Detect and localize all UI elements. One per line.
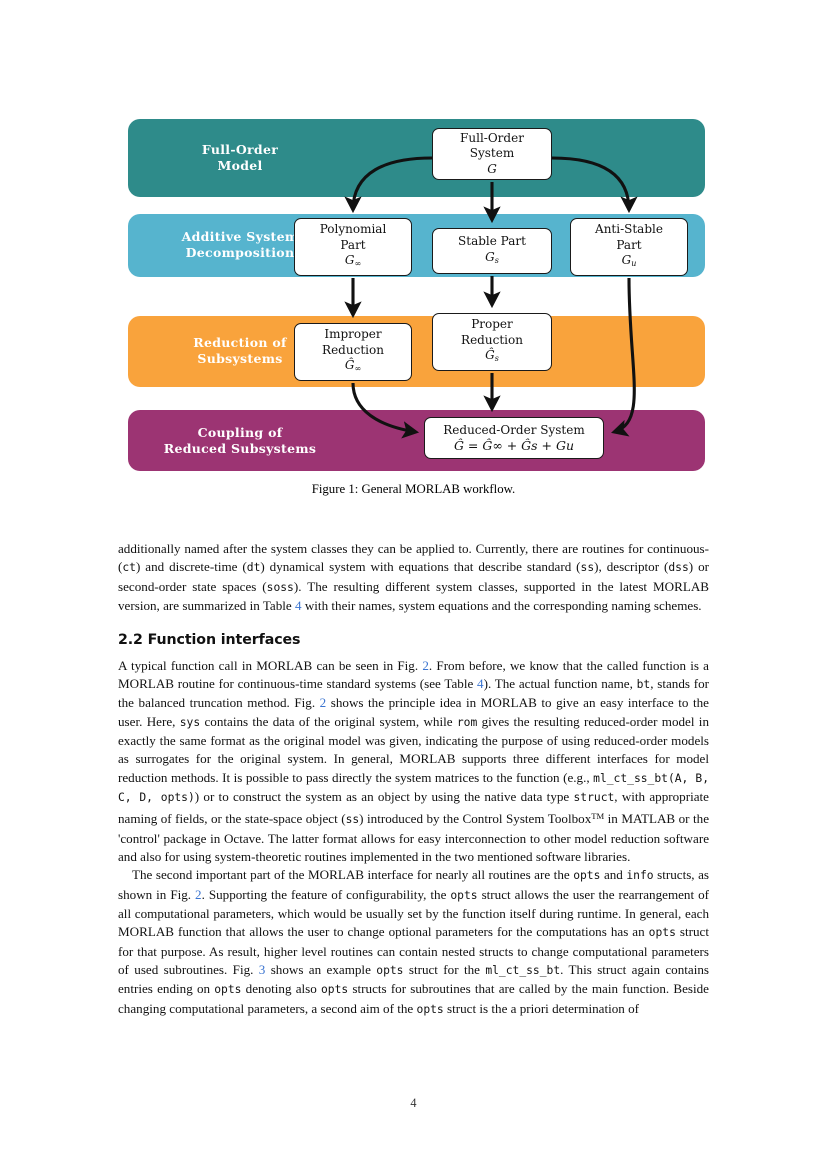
- node-line2: Part: [340, 237, 366, 252]
- node-symbol-subscript: u: [631, 259, 637, 269]
- node-symbol: Ĝ: [344, 358, 355, 373]
- code-opts: opts: [376, 964, 404, 978]
- node-anti-stable-part: Anti-Stable Part Gu: [570, 218, 688, 276]
- band-label-line1: Additive System: [181, 229, 299, 244]
- node-stable-part: Stable Part Gs: [432, 228, 552, 274]
- body-text: additionally named after the system clas…: [118, 540, 709, 1019]
- code-opts: opts: [321, 983, 349, 997]
- ref-link-table-4[interactable]: 4: [477, 676, 484, 692]
- band-label-full-order-model: Full-Order Model: [150, 142, 330, 174]
- band-label-reduction-of-subsystems: Reduction of Subsystems: [150, 335, 330, 367]
- code-opts: opts: [450, 888, 478, 902]
- workflow-diagram: Full-Order Model Additive System Decompo…: [128, 110, 708, 480]
- node-symbol-subscript: s: [494, 354, 499, 364]
- code-sys: sys: [179, 715, 201, 729]
- code-ct: ct: [122, 561, 136, 575]
- paragraph-1: additionally named after the system clas…: [118, 541, 710, 614]
- node-symbol: Ĝ: [485, 348, 495, 363]
- node-equation: Ĝ = Ĝ∞ + Ĝs + Gu: [453, 438, 575, 453]
- node-symbol: G: [487, 161, 497, 176]
- superscript-tm: TM: [591, 811, 605, 822]
- node-line1: Anti-Stable: [595, 222, 663, 237]
- node-line2: Part: [616, 237, 642, 252]
- section-heading-2-2: 2.2 Function interfaces: [118, 632, 301, 649]
- code-ml-ct-ss-bt: ml_ct_ss_bt: [485, 964, 561, 978]
- node-proper-reduction: Proper Reduction Ĝs: [432, 313, 552, 371]
- band-label-line1: Full-Order: [201, 142, 279, 157]
- code-bt: bt: [636, 678, 651, 692]
- node-line2: System: [469, 146, 515, 161]
- ref-link-fig-2[interactable]: 2: [422, 657, 429, 673]
- band-coupling-of-reduced-subsystems: [128, 410, 705, 471]
- band-label-line1: Coupling of: [197, 425, 283, 440]
- code-opts: opts: [648, 926, 676, 940]
- ref-link-fig-3[interactable]: 3: [258, 962, 266, 978]
- code-opts: opts: [573, 869, 601, 883]
- figure-caption: Figure 1: General MORLAB workflow.: [311, 482, 516, 496]
- band-label-line2: Reduced Subsystems: [163, 441, 317, 456]
- node-line1: Reduced-Order System: [443, 422, 585, 437]
- arrow-layer: [344, 156, 638, 439]
- code-ss: ss: [580, 561, 595, 575]
- node-line1: Polynomial: [319, 222, 387, 237]
- ref-link-fig-2[interactable]: 2: [319, 695, 327, 711]
- arrow-antistable-to-reduced: [611, 277, 636, 437]
- code-opts: opts: [416, 1002, 444, 1016]
- node-line1: Stable Part: [458, 234, 526, 248]
- node-line2: Reduction: [461, 332, 523, 347]
- code-dss: dss: [668, 561, 689, 575]
- node-line1: Full-Order: [460, 130, 524, 145]
- code-soss: soss: [266, 580, 294, 594]
- code-ml-ct-ss-bt-call: ml_ct_ss_bt(A, B, C, D, opts): [118, 771, 709, 805]
- node-line1: Proper: [471, 317, 513, 332]
- code-ss: ss: [345, 813, 360, 827]
- node-reduced-order-system: Reduced-Order System Ĝ = Ĝ∞ + Ĝs + Gu: [424, 417, 604, 459]
- node-line2: Reduction: [322, 342, 384, 357]
- node-line1: Improper: [324, 327, 382, 342]
- arrow-full-to-antistable: [551, 156, 638, 214]
- page-number: 4: [410, 1096, 417, 1110]
- node-symbol-subscript: s: [494, 255, 499, 265]
- node-polynomial-part: Polynomial Part G∞: [294, 218, 412, 276]
- band-label-line1: Reduction of: [193, 335, 287, 350]
- node-symbol-subscript: ∞: [354, 364, 362, 374]
- band-reduction-of-subsystems: [128, 316, 705, 387]
- ref-link-fig-2[interactable]: 2: [195, 886, 202, 902]
- code-opts: opts: [214, 983, 242, 997]
- band-label-line2: Decomposition: [185, 245, 295, 260]
- band-label-additive-system-decomposition: Additive System Decomposition: [150, 229, 330, 261]
- arrow-full-to-polynomial: [344, 156, 433, 214]
- node-full-order-system: Full-Order System G: [432, 128, 552, 180]
- band-label-line2: Model: [217, 158, 263, 173]
- node-symbol: G: [621, 253, 632, 268]
- code-struct: struct: [573, 791, 615, 805]
- paragraph-3: The second important part of the MORLAB …: [118, 867, 710, 1016]
- code-rom: rom: [456, 715, 478, 729]
- band-label-line2: Subsystems: [197, 351, 283, 366]
- node-symbol: G: [485, 249, 495, 264]
- node-improper-reduction: Improper Reduction Ĝ∞: [294, 323, 412, 381]
- code-dt: dt: [246, 561, 261, 575]
- figure-1: Full-Order Model Additive System Decompo…: [0, 0, 827, 500]
- ref-link-table-4[interactable]: 4: [295, 598, 302, 614]
- paragraph-2: A typical function call in MORLAB can be…: [118, 657, 710, 865]
- node-symbol: G: [344, 253, 355, 268]
- code-info: info: [626, 869, 654, 883]
- arrow-improper-to-reduced: [351, 382, 420, 439]
- node-symbol-subscript: ∞: [354, 259, 362, 269]
- band-label-coupling-of-reduced-subsystems: Coupling of Reduced Subsystems: [132, 425, 348, 457]
